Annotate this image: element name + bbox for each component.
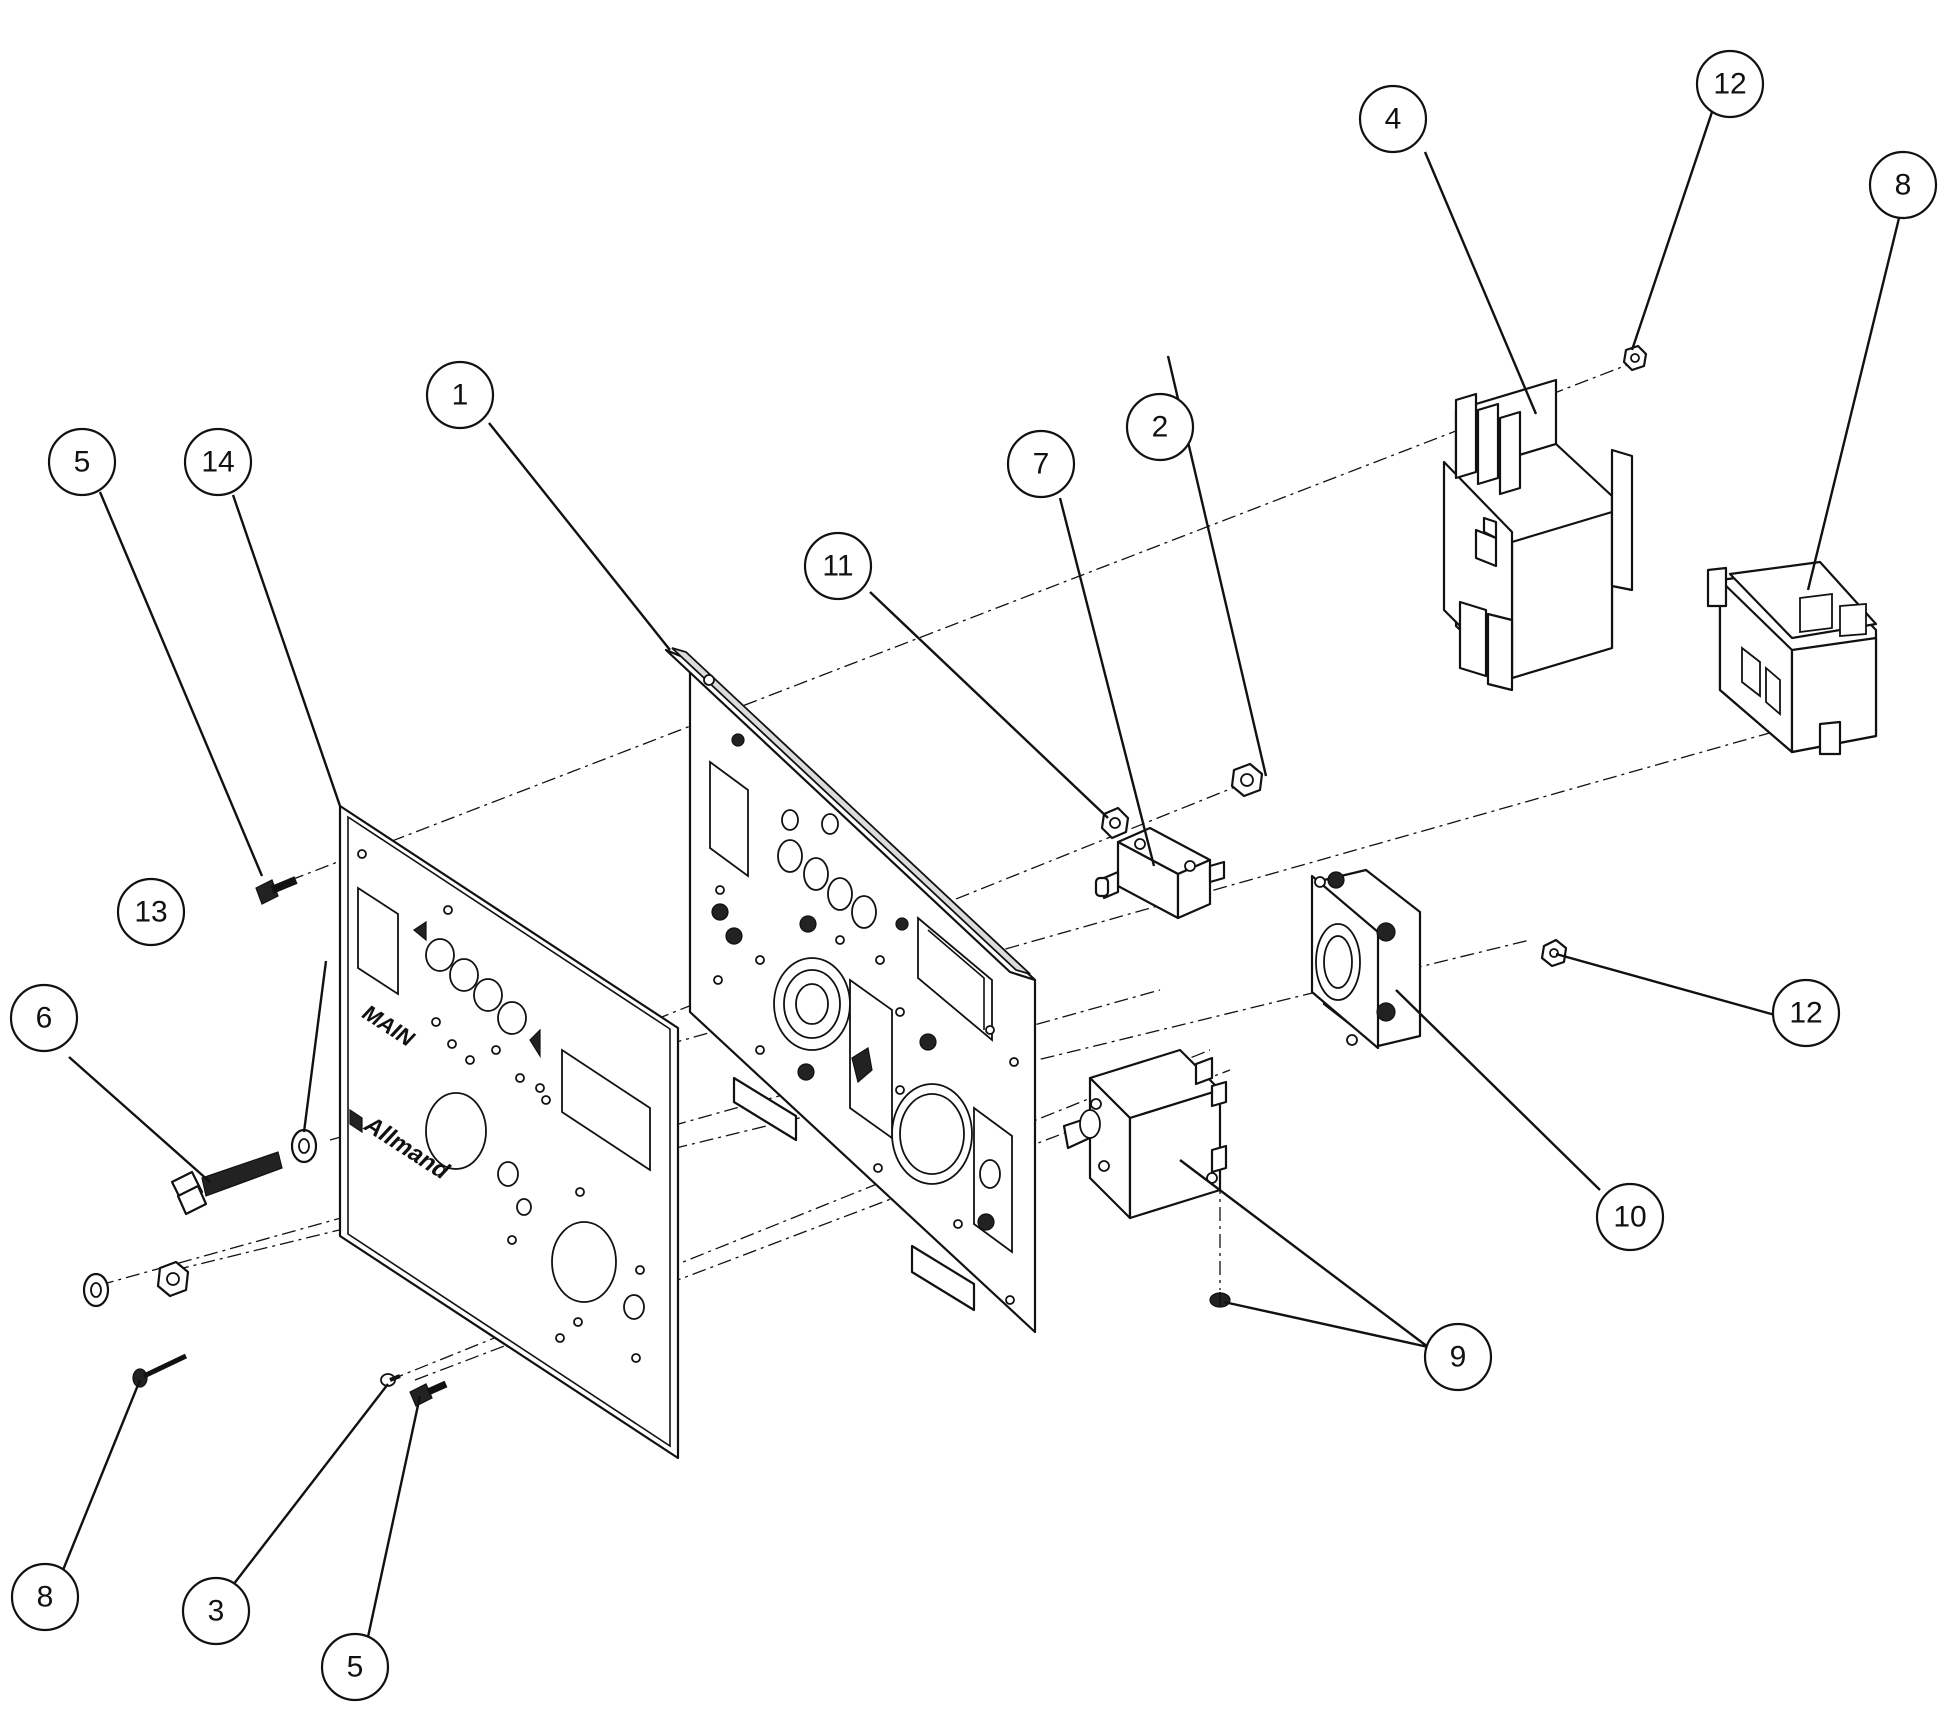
balloon-12-mid[interactable]: 12 [1771,978,1841,1048]
balloon-callouts: 1 2 3 4 5 5 6 7 8 8 9 10 11 12 12 13 14 [9,49,1938,1702]
balloon-10[interactable]: 10 [1595,1182,1665,1252]
breaker-switch-block [1062,1048,1228,1220]
balloon-3[interactable]: 3 [181,1576,251,1646]
balloon-8-right[interactable]: 8 [1868,150,1938,220]
long-screw-8 [132,1353,188,1388]
balloon-4[interactable]: 4 [1358,84,1428,154]
gfci-outlet [1706,560,1878,756]
svg-text:2: 2 [1152,411,1169,444]
leader-lines [59,111,1902,1638]
hex-nut-6 [156,1260,190,1298]
front-panel-decal: MAIN Allmand [338,804,680,1460]
balloon-5-upper[interactable]: 5 [47,427,117,497]
breaker-screw-9 [1209,1292,1231,1308]
balloon-7[interactable]: 7 [1006,429,1076,499]
svg-text:10: 10 [1613,1201,1646,1234]
balloon-8-lower[interactable]: 8 [10,1562,80,1632]
balloon-6[interactable]: 6 [9,983,79,1053]
svg-text:11: 11 [822,550,853,583]
nut-12-top [1622,344,1648,372]
screw-5-upper [255,876,298,905]
svg-text:9: 9 [1450,1341,1467,1374]
balloon-12-top[interactable]: 12 [1695,49,1765,119]
svg-text:4: 4 [1385,103,1402,136]
balloon-1[interactable]: 1 [425,360,495,430]
svg-text:8: 8 [37,1581,54,1614]
washer-13 [290,1128,318,1164]
balloon-11[interactable]: 11 [803,531,873,601]
double-pole-breaker [1442,378,1634,692]
small-circuit-breaker [1094,826,1226,920]
svg-text:12: 12 [1713,68,1746,101]
balloon-2[interactable]: 2 [1125,392,1195,462]
nut-12-mid [1540,938,1568,968]
nut-2 [1230,762,1264,798]
svg-text:3: 3 [208,1595,225,1628]
balloon-14[interactable]: 14 [183,427,253,497]
twist-lock-receptacle [1310,868,1422,1050]
svg-text:8: 8 [1895,169,1912,202]
balloon-9[interactable]: 9 [1423,1322,1493,1392]
nut-11 [1100,806,1130,840]
svg-text:1: 1 [452,379,469,412]
svg-text:6: 6 [36,1002,53,1035]
main-metal-panel [664,647,1037,1334]
svg-text:7: 7 [1033,448,1050,481]
screw-3 [380,1373,401,1387]
svg-text:5: 5 [74,446,91,479]
balloon-13[interactable]: 13 [116,877,186,947]
svg-text:12: 12 [1789,997,1822,1030]
svg-text:14: 14 [201,446,234,479]
svg-text:13: 13 [134,896,167,929]
svg-text:5: 5 [347,1651,364,1684]
balloon-5-lower[interactable]: 5 [320,1632,390,1702]
screw-5-lower [409,1380,448,1407]
bolt-6 [170,1151,283,1216]
washer-6 [82,1272,110,1308]
